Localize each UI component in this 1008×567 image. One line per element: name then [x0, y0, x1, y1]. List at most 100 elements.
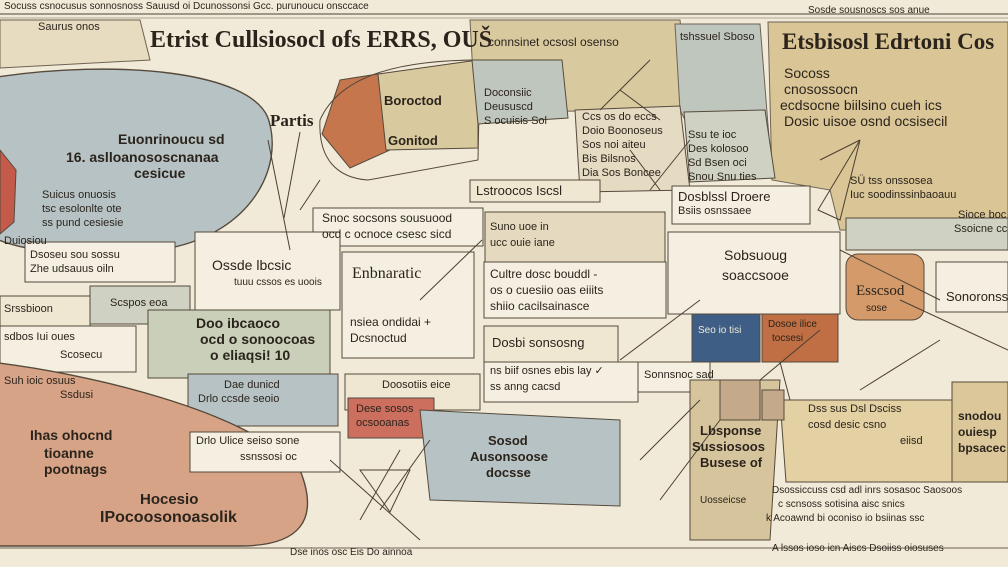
llnnons-line1: Lbsponse	[700, 423, 762, 438]
c-right-line3: eiisd	[900, 435, 923, 447]
right-sub3: ecdsocne biilsino cueh ics	[780, 97, 942, 113]
bottom-line4: A lssos ioso icn Aiscs Dsoiiss oiosuses	[772, 543, 944, 554]
hrdd-box	[189, 431, 341, 473]
left-oval-line3: cesicue	[134, 165, 186, 181]
left-stack-box	[0, 325, 137, 373]
left-oval-small3: ss pund cesiesie	[42, 217, 124, 229]
top-right-caption: Sosde sousnoscs sos anue	[808, 5, 930, 16]
llnnons-line3: Busese of	[700, 455, 763, 470]
dosb-label: Dosbi sonsosng	[492, 335, 585, 350]
blue-square	[691, 313, 761, 363]
bottom-left-line4: Hocesio	[140, 491, 199, 508]
c-right-line2: cosd desic csno	[808, 419, 887, 431]
doob-line3: o eliaqsi! 10	[210, 347, 291, 363]
column-notes-2: Doio Boonoseus	[582, 125, 663, 137]
sa-mid-label: Sonnsnoc sad	[644, 369, 714, 381]
far-right-line1: snodou	[958, 409, 1002, 423]
dosblssl-sub: Bsiis osnssaee	[678, 205, 752, 217]
right-notes-2: Des kolosoo	[688, 143, 749, 155]
lstrocos-label: Lstroocos Iscsl	[476, 183, 562, 198]
center-small-3: S ocuisis Sol	[484, 115, 547, 127]
far-right-line3: bpsacec	[958, 441, 1007, 455]
left-stack-1: Dsoseu sou sossu	[30, 249, 120, 261]
ssu-box-line2: ucc ouie iane	[490, 237, 555, 249]
thre-line1: Dae dunicd	[224, 379, 280, 391]
top-mini-left: Saurus onos	[38, 21, 100, 33]
center-slate-slab	[419, 409, 621, 507]
column-notes-5: Dia Sos Boncee	[582, 167, 661, 179]
rust-square	[761, 313, 839, 363]
nsbi-line1: ns biif osnes ebis lay ✓	[490, 365, 604, 377]
cutre-box	[483, 261, 667, 319]
oside-label: Ossde lbcsic	[212, 257, 292, 273]
far-right-line2: ouiesp	[958, 425, 997, 439]
pink-box-line1: Dese sosos	[356, 403, 414, 415]
esscod-box	[845, 253, 925, 321]
hrdd-line1: Drlo Ulice seiso sone	[196, 435, 300, 447]
enbnaratic-label: Enbnaratic	[352, 265, 422, 282]
fr-right-line4: Ssoicne ccuees	[954, 223, 1008, 235]
left-oval-line2: 16. aslloanososcnanaa	[66, 149, 219, 165]
locsia-label: Doosotiis eice	[382, 379, 451, 391]
rust-square-label: Dosoe ilice	[768, 319, 817, 330]
doob-box	[147, 309, 331, 379]
nsbi-box	[483, 361, 639, 403]
hrdd-line2: ssnssosi oc	[240, 451, 297, 463]
bottom-line3: k Acoawnd bi oconiso io bsiinas ssc	[766, 513, 925, 524]
oside-sub: tuuu cssos es uoois	[234, 277, 322, 288]
dosblssl-box	[671, 185, 811, 225]
gonitod-label: Gonitod	[388, 133, 438, 148]
connector-lines	[267, 59, 1008, 541]
sobsuoug-box	[667, 231, 841, 315]
cutre-line2: os o cuesiio oas eiiits	[490, 283, 604, 297]
panel-top-left	[0, 19, 151, 69]
doob-line2: ocd o sonoocoas	[200, 331, 316, 347]
thre-line2: Drlo ccsde seoio	[198, 393, 280, 405]
snoc-line1: Snoc socsons sousuood	[322, 211, 453, 225]
left-stack-5: sdbos Iui oues	[4, 331, 75, 343]
ausonscs-label: Ausonsoose	[470, 449, 549, 464]
center-small-2: Deususcd	[484, 101, 533, 113]
left-stack-4: Srssbioon	[4, 303, 53, 315]
boroctod-label: Boroctod	[384, 93, 442, 108]
left-oval-small1: Suicus onuosis	[42, 189, 116, 201]
fr-right-line1: SÜ tss onssosea	[850, 175, 933, 187]
right-notes-1: Ssu te ioc	[688, 129, 737, 141]
bottom-line2: c scnsoss sotisina aisc snics	[778, 499, 905, 510]
right-notes-panel	[683, 109, 776, 183]
dosblssl-label: Dosblssl Droere	[678, 189, 771, 204]
left-stack-2: Zhe udsauus oiln	[30, 263, 114, 275]
rust-square-sub: tocsesi	[772, 333, 804, 344]
column-notes-3: Sos noi aiteu	[582, 139, 646, 151]
nsc-line2: Dcsnoctud	[350, 331, 407, 345]
nsbi-line2: ss anng cacsd	[490, 381, 561, 393]
pink-box	[347, 397, 435, 439]
main-title-sub: connsinet ocsosl osenso	[488, 35, 619, 49]
oside-box	[194, 231, 341, 311]
left-oval-small2: tsc esolonlte ote	[42, 203, 122, 215]
top-box-label: tshssuel Sboso	[680, 31, 755, 43]
blue-square-label: Seo io tisi	[698, 325, 742, 336]
far-right-panel	[951, 381, 1008, 483]
panel-right-title	[767, 21, 1008, 231]
esscod-label: Esscsod	[856, 283, 905, 299]
lstrocos-box	[469, 179, 601, 203]
left-mid-line2: Suh ioic osuus	[4, 375, 76, 387]
bottom-line1: Dsossiccuss csd adl inrs sosasoc Saosoos	[772, 485, 963, 496]
left-mid-line1: Duiosiou	[4, 235, 47, 247]
parts-label: Partis	[270, 111, 314, 130]
lhe-mid-label: Uosseicse	[700, 495, 747, 506]
far-right-sage	[845, 217, 1008, 251]
main-title: Etrist Cullsiosocl ofs ERRS, OUŠ	[150, 27, 493, 53]
center-small-panel	[471, 59, 569, 125]
llnnons-line2: Sussiosoos	[692, 439, 765, 454]
soronsoss-label: Sonoronss	[946, 289, 1008, 304]
sobsuoug-label: Sobsuoug	[724, 247, 788, 263]
bottom-center-caption: Dse inos osc Eis Do ainnoa	[290, 547, 413, 558]
doob-line1: Doo ibcaoco	[196, 315, 281, 331]
left-edge-box	[0, 295, 91, 327]
right-sub2: cnosossocn	[784, 81, 858, 97]
left-mid-line3: Ssdusi	[60, 389, 94, 401]
